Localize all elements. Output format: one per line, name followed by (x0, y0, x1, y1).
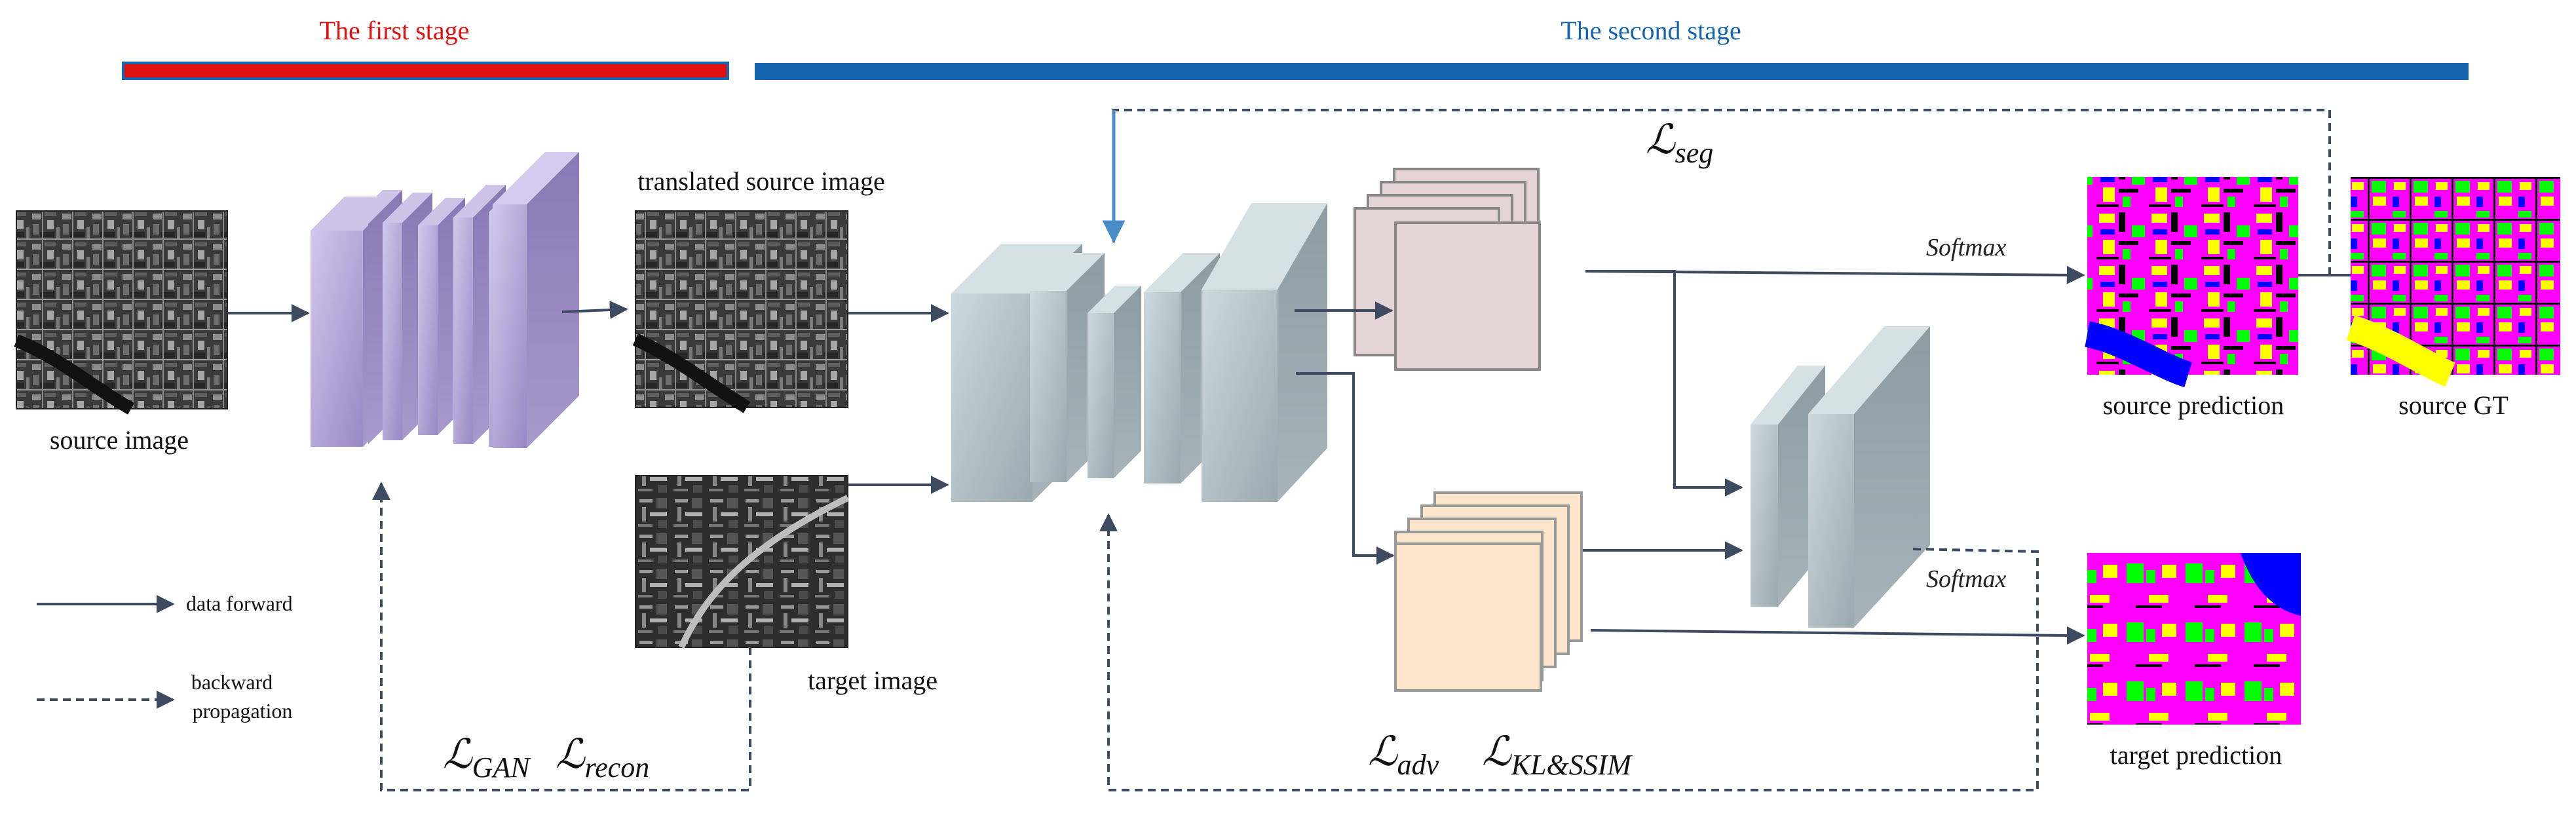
source-image-label: source image (50, 425, 189, 455)
translated-image-label: translated source image (637, 166, 885, 196)
kl-ssim-loss-label: ℒKL&SSIM (1482, 730, 1633, 781)
feature-map (1394, 542, 1542, 692)
target-feature-stack (1394, 491, 1583, 692)
stage2-bar (755, 63, 2469, 80)
source-gt-river (2346, 314, 2456, 387)
source-gt-label: source GT (2398, 390, 2509, 420)
classifier-network (1751, 326, 1930, 628)
legend-backward-label-1: backward (191, 670, 273, 694)
legend-forward-label: data forward (186, 592, 293, 615)
target-prediction-label: target prediction (2110, 740, 2282, 770)
target-image-river (678, 495, 850, 649)
stage1-label: The first stage (320, 16, 470, 45)
forward-arrows (227, 265, 2351, 645)
translator-network (311, 152, 579, 448)
adv-loss-label: ℒadv (1368, 730, 1439, 781)
legend: data forward backward propagation (37, 592, 293, 723)
translator-slab (493, 152, 579, 448)
stage1-bar (122, 62, 729, 80)
source-prediction-river (2084, 321, 2193, 388)
recon-loss-label: ℒrecon (556, 732, 649, 784)
seg-loss-label: ℒseg (1646, 118, 1713, 169)
segmentation-network (951, 203, 1327, 502)
translated-source-image (635, 210, 848, 408)
softmax-bottom-label: Softmax (1926, 565, 2007, 593)
segmenter-slab (1202, 203, 1327, 502)
legend-backward-label-2: propagation (193, 699, 293, 723)
source-image-river (14, 334, 134, 415)
segmenter-slab (1088, 286, 1141, 478)
segmenter-slab (1144, 253, 1220, 483)
target-image-label: target image (808, 666, 938, 695)
stage2-label: The second stage (1561, 16, 1741, 45)
source-prediction-label: source prediction (2103, 390, 2284, 420)
feature-map (1394, 221, 1541, 371)
gan-loss-label: ℒGAN (443, 732, 531, 784)
target-prediction-water (2241, 553, 2301, 616)
translated-image-river (632, 333, 751, 413)
softmax-top-label: Softmax (1926, 234, 2007, 261)
classifier-slab (1808, 326, 1930, 628)
source-feature-stack (1354, 168, 1541, 371)
source-image (16, 210, 228, 409)
